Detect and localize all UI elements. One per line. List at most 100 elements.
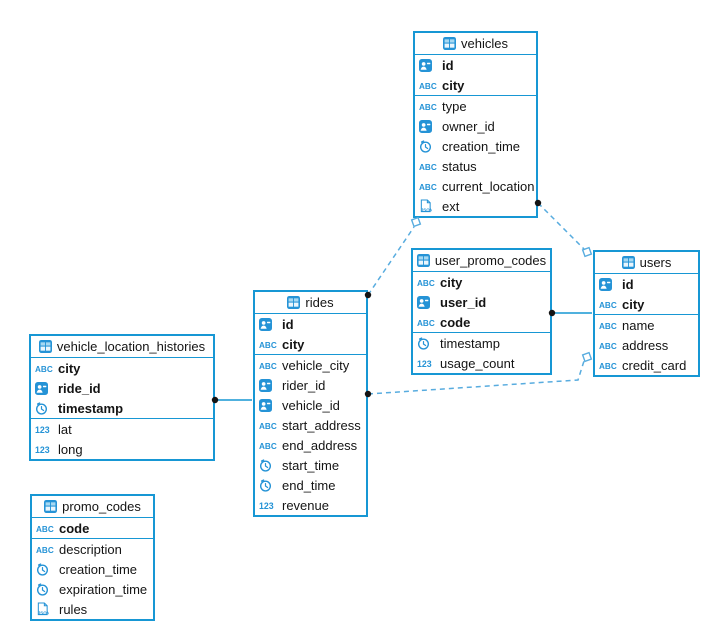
svg-text:ABC: ABC: [36, 525, 54, 534]
relation-diamond-endpoint: [410, 216, 422, 228]
column-name: creation_time: [442, 138, 521, 154]
column-row-user_id[interactable]: user_id: [413, 292, 550, 312]
column-row-owner_id[interactable]: owner_id: [415, 116, 536, 136]
column-row-timestamp[interactable]: timestamp: [413, 333, 550, 353]
clock-icon: [419, 139, 437, 153]
svg-text:ABC: ABC: [36, 546, 54, 555]
column-name: city: [440, 274, 463, 290]
svg-text:ABC: ABC: [599, 322, 617, 331]
svg-text:JSON: JSON: [421, 207, 432, 212]
table-name: user_promo_codes: [434, 253, 547, 268]
table-icon: [44, 500, 58, 513]
number-123-icon: 123: [35, 424, 53, 435]
text-abc-icon: ABC: [417, 317, 435, 328]
table-header[interactable]: promo_codes: [32, 496, 153, 518]
table-header[interactable]: users: [595, 252, 698, 274]
svg-text:ABC: ABC: [259, 422, 277, 431]
svg-text:123: 123: [35, 425, 50, 435]
column-row-ride_id[interactable]: ride_id: [31, 378, 213, 398]
table-name: vehicle_location_histories: [56, 339, 206, 354]
column-name: vehicle_city: [282, 357, 350, 373]
table-icon: [621, 256, 635, 269]
text-abc-icon: ABC: [419, 80, 437, 91]
column-row-id[interactable]: id: [415, 55, 536, 75]
column-name: name: [622, 317, 655, 333]
column-row-id[interactable]: id: [595, 274, 698, 294]
text-abc-icon: ABC: [419, 181, 437, 192]
svg-text:123: 123: [417, 359, 432, 369]
column-row-name[interactable]: ABC name: [595, 315, 698, 335]
text-abc-icon: ABC: [419, 101, 437, 112]
svg-text:123: 123: [35, 445, 50, 455]
column-name: address: [622, 337, 669, 353]
svg-text:ABC: ABC: [419, 183, 437, 192]
table-header[interactable]: vehicle_location_histories: [31, 336, 213, 358]
column-name: end_time: [282, 477, 336, 493]
column-name: long: [58, 441, 83, 457]
column-name: id: [442, 57, 454, 73]
column-row-rider_id[interactable]: rider_id: [255, 375, 366, 395]
column-row-id[interactable]: id: [255, 314, 366, 334]
column-row-long[interactable]: 123 long: [31, 439, 213, 459]
table-icon: [287, 296, 301, 309]
number-123-icon: 123: [417, 358, 435, 369]
column-row-creation_time[interactable]: creation_time: [32, 559, 153, 579]
column-name: id: [282, 316, 294, 332]
table-header[interactable]: user_promo_codes: [413, 250, 550, 272]
clock-icon: [259, 478, 277, 492]
clock-icon: [36, 562, 54, 576]
column-row-creation_time[interactable]: creation_time: [415, 136, 536, 156]
column-name: revenue: [282, 497, 329, 513]
column-row-timestamp[interactable]: timestamp: [31, 398, 213, 418]
column-row-vehicle_id[interactable]: vehicle_id: [255, 395, 366, 415]
column-row-end_time[interactable]: end_time: [255, 475, 366, 495]
column-name: vehicle_id: [282, 397, 340, 413]
svg-text:ABC: ABC: [419, 163, 437, 172]
column-name: end_address: [282, 437, 358, 453]
column-name: id: [622, 276, 634, 292]
person-id-icon: [259, 378, 277, 392]
table-header[interactable]: rides: [255, 292, 366, 314]
text-abc-icon: ABC: [36, 523, 54, 534]
number-123-icon: 123: [35, 444, 53, 455]
text-abc-icon: ABC: [259, 360, 277, 371]
column-row-start_time[interactable]: start_time: [255, 455, 366, 475]
column-row-vehicle_city[interactable]: ABC vehicle_city: [255, 355, 366, 375]
svg-text:ABC: ABC: [35, 365, 53, 374]
table-header[interactable]: vehicles: [415, 33, 536, 55]
table-name: users: [639, 255, 672, 270]
person-id-icon: [419, 119, 437, 133]
column-row-expiration_time[interactable]: expiration_time: [32, 579, 153, 599]
